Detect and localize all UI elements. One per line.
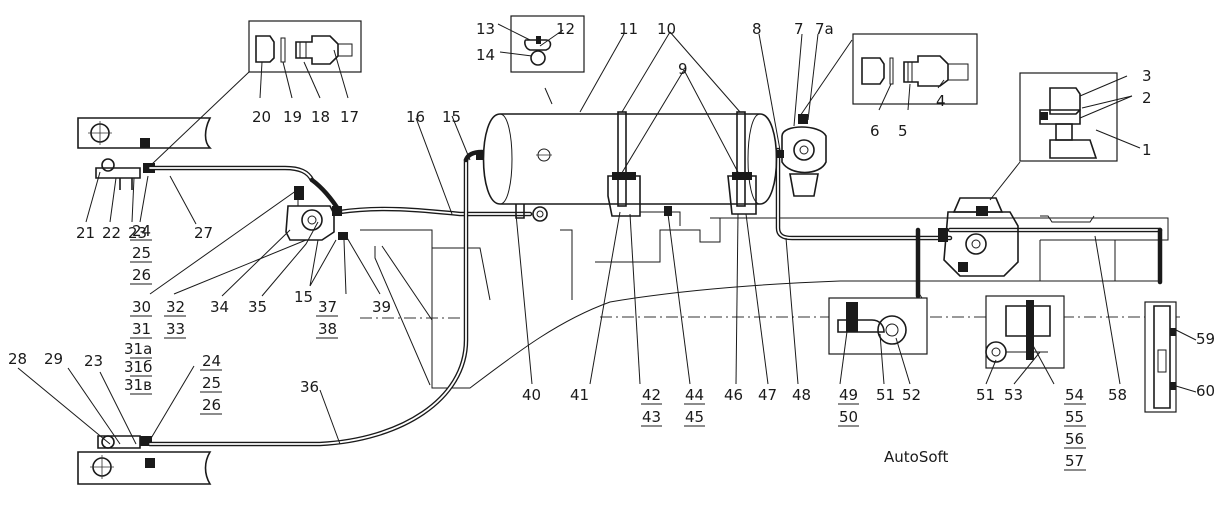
- air-receiver: [476, 111, 778, 226]
- callout-7: 7: [794, 20, 804, 38]
- callout-20: 20: [252, 108, 271, 126]
- callout-31: 31: [132, 320, 151, 338]
- callout-10: 10: [657, 20, 676, 38]
- fitting-inset-right: [852, 33, 978, 105]
- callout-30: 30: [132, 298, 151, 316]
- callout-22: 22: [102, 224, 121, 242]
- callout-50: 50: [839, 408, 858, 426]
- callout-31a: 31а: [124, 340, 152, 358]
- callout-14: 14: [476, 46, 495, 64]
- callout-labels: 3 2 1 6 5 4 7 7а 8 10 9 11 12 13 14 15 1…: [8, 20, 1215, 470]
- brake-valve-right: [938, 197, 1019, 277]
- callout-13: 13: [476, 20, 495, 38]
- callout-23-top: 23: [128, 224, 147, 242]
- callout-54: 54: [1065, 386, 1084, 404]
- callout-15-top: 15: [442, 108, 461, 126]
- callout-31b: 31б: [124, 358, 152, 376]
- inset-49-52: [828, 297, 928, 355]
- callout-11: 11: [619, 20, 638, 38]
- callout-38: 38: [318, 320, 337, 338]
- callout-45: 45: [685, 408, 704, 426]
- callout-51-left: 51: [876, 386, 895, 404]
- callout-26-top: 26: [132, 266, 151, 284]
- callout-32: 32: [166, 298, 185, 316]
- callout-26-bottom: 26: [202, 396, 221, 414]
- inset-51-57: [985, 295, 1065, 369]
- callout-59: 59: [1196, 330, 1215, 348]
- callout-8: 8: [752, 20, 762, 38]
- callout-44: 44: [685, 386, 704, 404]
- callout-21: 21: [76, 224, 95, 242]
- callout-6: 6: [870, 122, 880, 140]
- callout-48: 48: [792, 386, 811, 404]
- callout-1: 1: [1142, 141, 1152, 159]
- callout-25-bottom: 25: [202, 374, 221, 392]
- callout-24-bottom: 24: [202, 352, 221, 370]
- callout-18: 18: [311, 108, 330, 126]
- callout-5: 5: [898, 122, 908, 140]
- callout-53: 53: [1004, 386, 1023, 404]
- callout-40: 40: [522, 386, 541, 404]
- callout-17: 17: [340, 108, 359, 126]
- callout-29: 29: [44, 350, 63, 368]
- callout-57: 57: [1065, 452, 1084, 470]
- callout-43: 43: [642, 408, 661, 426]
- pressure-regulator: [776, 114, 827, 197]
- callout-24-top: 24: [132, 222, 151, 240]
- callout-25-top: 25: [132, 244, 151, 262]
- callout-39: 39: [372, 298, 391, 316]
- callout-9: 9: [678, 60, 688, 78]
- callout-19: 19: [283, 108, 302, 126]
- callout-56: 56: [1065, 430, 1084, 448]
- callout-46: 46: [724, 386, 743, 404]
- callout-33: 33: [166, 320, 185, 338]
- fraction-bars: [130, 239, 1086, 471]
- callout-52: 52: [902, 386, 921, 404]
- brake-valve-left: [285, 186, 348, 241]
- drain-valve-inset: [510, 15, 585, 105]
- callout-28: 28: [8, 350, 27, 368]
- callout-23-bottom: 23: [84, 352, 103, 370]
- callout-47: 47: [758, 386, 777, 404]
- callout-3: 3: [1142, 67, 1152, 85]
- lower-axle-bracket: [77, 435, 212, 485]
- callout-42: 42: [642, 386, 661, 404]
- callout-35: 35: [248, 298, 267, 316]
- callout-51-right: 51: [976, 386, 995, 404]
- callout-31v: 31в: [124, 376, 152, 394]
- inset-59-60: [1144, 301, 1177, 413]
- callout-37: 37: [318, 298, 337, 316]
- callout-55: 55: [1065, 408, 1084, 426]
- pipelines: [147, 147, 1163, 447]
- callout-4: 4: [936, 92, 946, 110]
- callout-15-mid: 15: [294, 288, 313, 306]
- callout-2: 2: [1142, 89, 1152, 107]
- callout-7a: 7а: [815, 20, 834, 38]
- leader-lines: [17, 23, 1197, 445]
- callout-49: 49: [839, 386, 858, 404]
- watermark: AutoSoft: [884, 448, 949, 466]
- callout-58: 58: [1108, 386, 1127, 404]
- callout-36: 36: [300, 378, 319, 396]
- callout-12: 12: [556, 20, 575, 38]
- callout-27: 27: [194, 224, 213, 242]
- callout-16: 16: [406, 108, 425, 126]
- callout-34: 34: [210, 298, 229, 316]
- callout-60: 60: [1196, 382, 1215, 400]
- callout-41: 41: [570, 386, 589, 404]
